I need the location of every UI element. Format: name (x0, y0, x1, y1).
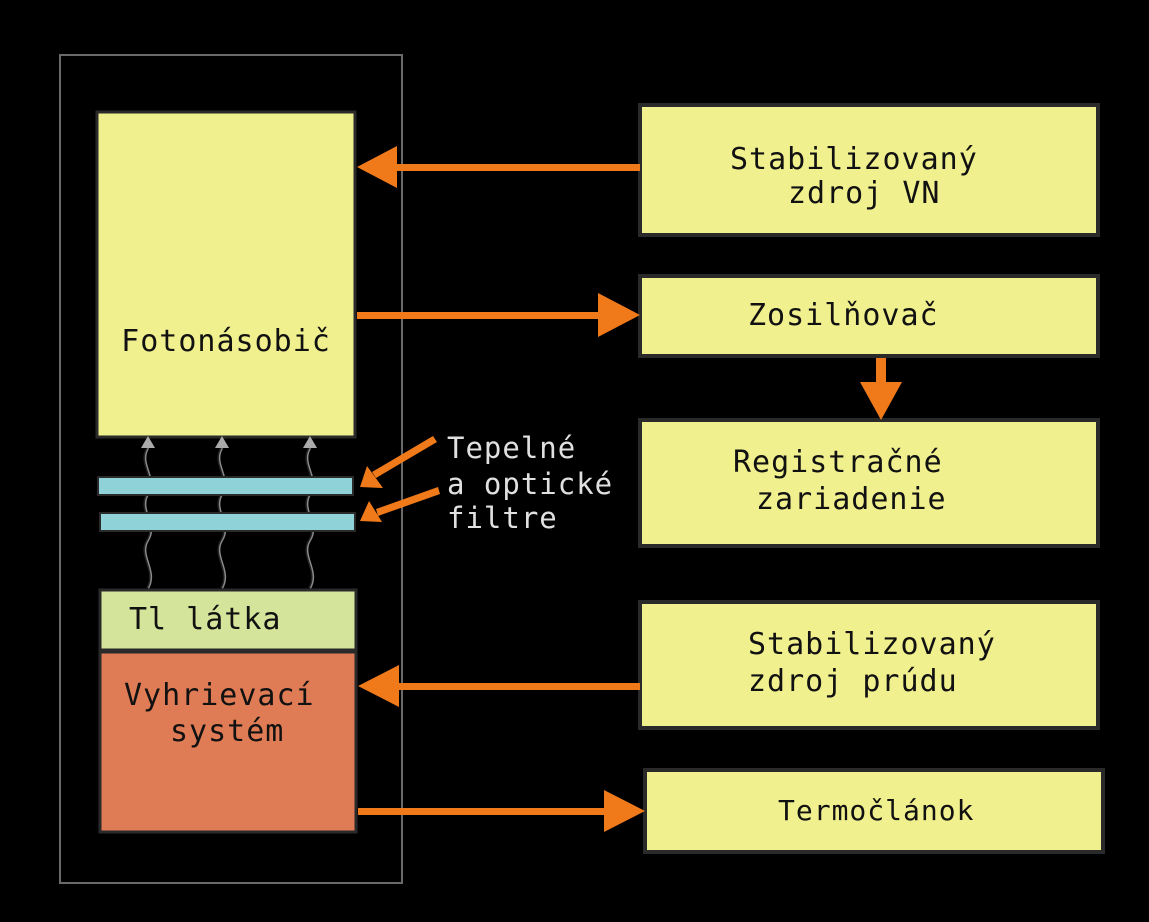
filters-label-line2: a optické (447, 467, 614, 501)
filter-lower (99, 512, 356, 532)
photomultiplier-label: Fotonásobič (121, 324, 331, 359)
recorder-box (638, 418, 1100, 548)
thermocouple-label: Termočlánok (778, 794, 975, 827)
filter-upper (97, 476, 354, 496)
current-source-label-line2: zdroj prúdu (748, 664, 958, 699)
heater-box (98, 650, 358, 834)
hv-source-label-line1: Stabilizovaný (730, 142, 978, 177)
tl-substance-box (98, 588, 358, 652)
heater-label-line1: Vyhrievací (124, 678, 315, 713)
radiation-arrowheads (141, 436, 317, 448)
filters-label-line3: filtre (447, 501, 558, 535)
recorder-label-line2: zariadenie (756, 482, 947, 517)
filters-label-line1: Tepelné (447, 431, 577, 465)
housing-frame (59, 54, 403, 884)
hv-source-label-line2: zdroj VN (788, 176, 941, 211)
hv-source-box (638, 103, 1100, 237)
current-source-label-line1: Stabilizovaný (748, 627, 996, 662)
recorder-label-line1: Registračné (733, 445, 943, 480)
heater-label-line2: systém (170, 714, 285, 749)
connection-arrows (357, 146, 902, 832)
tl-substance-label: Tl látka (129, 602, 282, 637)
photomultiplier-box (95, 110, 357, 439)
thermocouple-box (643, 768, 1105, 854)
amplifier-box (638, 274, 1100, 358)
current-source-box (638, 600, 1100, 730)
amplifier-label: Zosilňovač (748, 298, 939, 333)
